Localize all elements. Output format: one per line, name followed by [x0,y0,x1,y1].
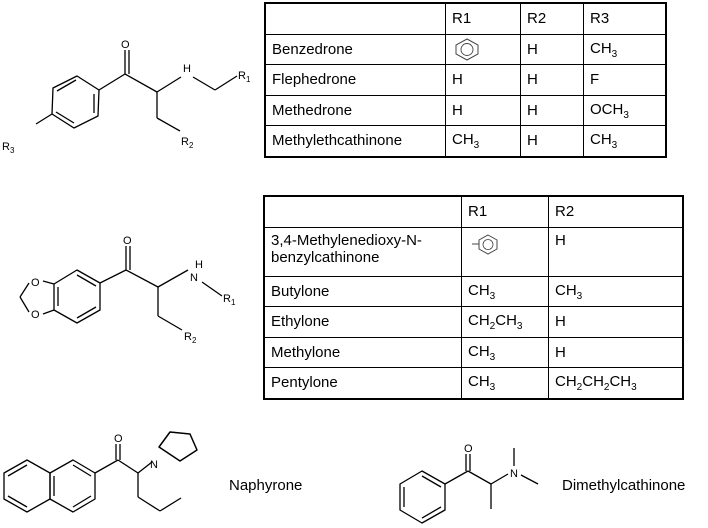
header-cell-r2: R2 [520,2,584,35]
header-cell-r1: R1 [445,2,521,35]
r2-cell: H [520,64,584,96]
dimethylcathinone-bonds [399,448,539,524]
naphyrone-label: Naphyrone [229,477,303,494]
table-row: Methedrone H H OCH3 [264,94,667,126]
header-cell-blank [264,2,446,35]
table-row: 3,4-Methylenedioxy-N-benzylcathinone H [263,226,684,277]
r2-cell: CH2CH2CH3 [548,367,684,399]
header-cell-blank [263,195,462,228]
compound-name: Methylethcathinone [264,125,446,157]
header-cell-r3: R3 [583,2,667,35]
dimethyl-nitrogen-label: N [510,468,518,480]
r3-cell: OCH3 [583,94,667,126]
table-row: Butylone CH3 CH3 [263,275,684,307]
dimethylcathinone-label: Dimethylcathinone [562,477,686,494]
s2-oxygen-label: O [123,235,132,247]
r2-cell: H [520,33,584,65]
naphyrone-bonds [3,431,198,513]
table-header-row: R1 R2 [263,195,684,228]
s1-r2-label: R2 [181,136,194,150]
table-row: Pentylone CH3 CH2CH2CH3 [263,367,684,399]
r2-cell: H [520,94,584,126]
s1-r3-label: R3 [2,141,15,155]
naphyrone-nitrogen-label: N [150,459,158,471]
compound-name: Pentylone [263,367,462,399]
compound-name: Benzedrone [264,33,446,65]
r1-cell [445,33,521,65]
table-header-row: R1 R2 R3 [264,2,667,35]
naphyrone-oxygen-label: O [114,433,123,445]
header-cell-r1: R1 [461,195,549,228]
compound-name: 3,4-Methylenedioxy-N-benzylcathinone [263,226,462,277]
r1-cell: CH3 [461,275,549,307]
s1-oxygen-label: O [121,39,130,51]
methylenedioxy-substituent-table: R1 R2 3,4-Methylenedioxy-N-benzylcathino… [263,195,684,400]
s2-r2-label: R2 [184,331,197,345]
r2-cell: H [520,125,584,157]
dimethyl-oxygen-label: O [464,443,473,455]
cathinone-substituent-table: R1 R2 R3 Benzedrone H CH3 Flephedrone H … [264,2,667,158]
s2-nh-h-label: H [195,259,203,271]
r1-cell: CH2CH3 [461,306,549,338]
s2-ring-oxygen-bottom-label: O [31,309,40,321]
r2-cell: H [548,306,684,338]
r1-cell [461,226,549,277]
r2-cell: H [548,226,684,277]
r3-cell: CH3 [583,125,667,157]
header-cell-r2: R2 [548,195,684,228]
s2-r1-label: R1 [223,293,236,307]
compound-name: Methedrone [264,94,446,126]
r3-cell: CH3 [583,33,667,65]
table-row: Benzedrone H CH3 [264,33,667,65]
compound-name: Ethylone [263,306,462,338]
table-row: Ethylone CH2CH3 H [263,306,684,338]
benzyl-group-icon [472,233,498,255]
r1-cell: CH3 [445,125,521,157]
r1-cell: CH3 [461,367,549,399]
table-row: Methylethcathinone CH3 H CH3 [264,125,667,157]
structure-2-bonds [19,246,223,331]
s2-nitrogen-label: N [190,272,198,284]
r3-cell: F [583,64,667,96]
r2-cell: H [548,336,684,368]
compound-name: Flephedrone [264,64,446,96]
s1-nh-h-label: H [183,63,191,75]
r1-cell: CH3 [461,336,549,368]
table-row: Methylone CH3 H [263,336,684,368]
structure-1-bonds [35,50,238,132]
compound-name: Methylone [263,336,462,368]
r1-cell: H [445,64,521,96]
benzene-ring-icon [455,38,479,61]
s1-r1-label: R1 [238,70,251,84]
s2-ring-oxygen-top-label: O [31,277,40,289]
r1-cell: H [445,94,521,126]
compound-name: Butylone [263,275,462,307]
r2-cell: CH3 [548,275,684,307]
table-row: Flephedrone H H F [264,64,667,96]
